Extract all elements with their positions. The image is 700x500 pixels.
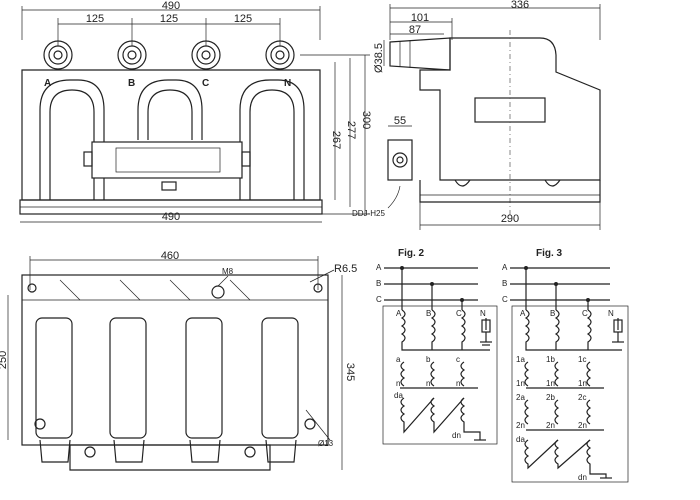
- fig2-sec-n3: n: [456, 379, 460, 388]
- fig2-title: Fig. 2: [398, 248, 425, 259]
- fig2-residual-dn: dn: [452, 431, 461, 440]
- fig3-bus-a: A: [502, 263, 508, 272]
- terminal-n: [265, 40, 295, 70]
- dim-spacing-1: 125: [86, 13, 104, 25]
- plan-view: 460 R6.5 M8: [0, 250, 357, 471]
- fig3-sec2-n3: 2n: [578, 421, 587, 430]
- dim-side-87: 87: [409, 24, 421, 36]
- dim-height-267: 267: [330, 131, 342, 149]
- fig2-sec-a: a: [396, 355, 401, 364]
- dim-plan-radius: R6.5: [334, 263, 357, 275]
- fig2-bus-b: B: [376, 279, 381, 288]
- fig3-residual-dn: dn: [578, 473, 587, 482]
- phase-label-a: A: [44, 78, 51, 89]
- dim-plan-250: 250: [0, 351, 9, 369]
- front-view: 490 125 125 125: [19, 0, 372, 223]
- fig3-primary-a: A: [520, 309, 526, 318]
- coil-1: [35, 317, 73, 463]
- dim-height-300: 300: [360, 111, 372, 129]
- fig2-sec-n1: n: [396, 379, 400, 388]
- fig3-sec2-a: 2a: [516, 393, 525, 402]
- terminal-a: [43, 40, 73, 70]
- phase-label-c: C: [202, 78, 209, 89]
- fig2-primary-a: A: [396, 309, 402, 318]
- dim-top-490: 490: [162, 0, 180, 12]
- fig2-primary-b: B: [426, 309, 431, 318]
- fig3-sec2-b: 2b: [546, 393, 555, 402]
- dim-spacing-3: 125: [234, 13, 252, 25]
- coil-2: [109, 317, 147, 463]
- side-view: 336 101 87 Ø38.5 55 DDJ-H25 290: [352, 0, 601, 230]
- fig3-bus-b: B: [502, 279, 507, 288]
- fig3-sec2-n1: 2n: [516, 421, 525, 430]
- fig2-residual-da: da: [394, 391, 403, 400]
- fig3-sec2-n2: 2n: [546, 421, 555, 430]
- fig3-bus-c: C: [502, 295, 508, 304]
- fig3-primary-c: C: [582, 309, 588, 318]
- fig3-sec1-n3: 1n: [578, 379, 587, 388]
- dim-side-diameter: Ø38.5: [373, 43, 385, 73]
- fig2-sec-n2: n: [426, 379, 430, 388]
- phase-label-n: N: [284, 78, 291, 89]
- coil-4: [261, 317, 299, 463]
- fig2-primary-n: N: [480, 309, 486, 318]
- dim-side-290: 290: [501, 213, 519, 225]
- fig3-primary-b: B: [550, 309, 555, 318]
- fig2-primary-c: C: [456, 309, 462, 318]
- marker-m8: M8: [222, 267, 234, 276]
- dim-spacing-2: 125: [160, 13, 178, 25]
- fig2-bus-a: A: [376, 263, 382, 272]
- fig3-primary-n: N: [608, 309, 614, 318]
- dim-plan-hole: Ø13: [318, 439, 334, 448]
- dim-side-336: 336: [511, 0, 529, 11]
- fig2-sec-b: b: [426, 355, 431, 364]
- fig3-sec1-b: 1b: [546, 355, 555, 364]
- terminal-c: [191, 40, 221, 70]
- terminal-b: [117, 40, 147, 70]
- fig3-title: Fig. 3: [536, 248, 563, 259]
- fig3-sec1-c: 1c: [578, 355, 586, 364]
- dim-height-277: 277: [345, 121, 357, 139]
- fig3-residual-da: da: [516, 435, 525, 444]
- fig2-bus-c: C: [376, 295, 382, 304]
- fig2-wiring: Fig. 2 A B C A B C N a b c n n n: [376, 248, 498, 445]
- fig3-sec2-c: 2c: [578, 393, 586, 402]
- dim-bottom-490: 490: [162, 211, 180, 223]
- fig3-wiring: Fig. 3 A B C A B C N 1a 1b 1c 1n 1n 1n: [502, 248, 629, 483]
- phase-label-b: B: [128, 78, 135, 89]
- fig3-sec1-n2: 1n: [546, 379, 555, 388]
- coil-3: [185, 317, 223, 463]
- dim-plan-460: 460: [161, 250, 179, 262]
- dim-side-101: 101: [411, 12, 429, 24]
- dim-plan-345: 345: [344, 363, 356, 381]
- fig3-sec1-n1: 1n: [516, 379, 525, 388]
- fig2-sec-c: c: [456, 355, 460, 364]
- fig3-sec1-a: 1a: [516, 355, 525, 364]
- terminal-label-ddj: DDJ-H25: [352, 209, 385, 218]
- dim-side-55: 55: [394, 115, 406, 127]
